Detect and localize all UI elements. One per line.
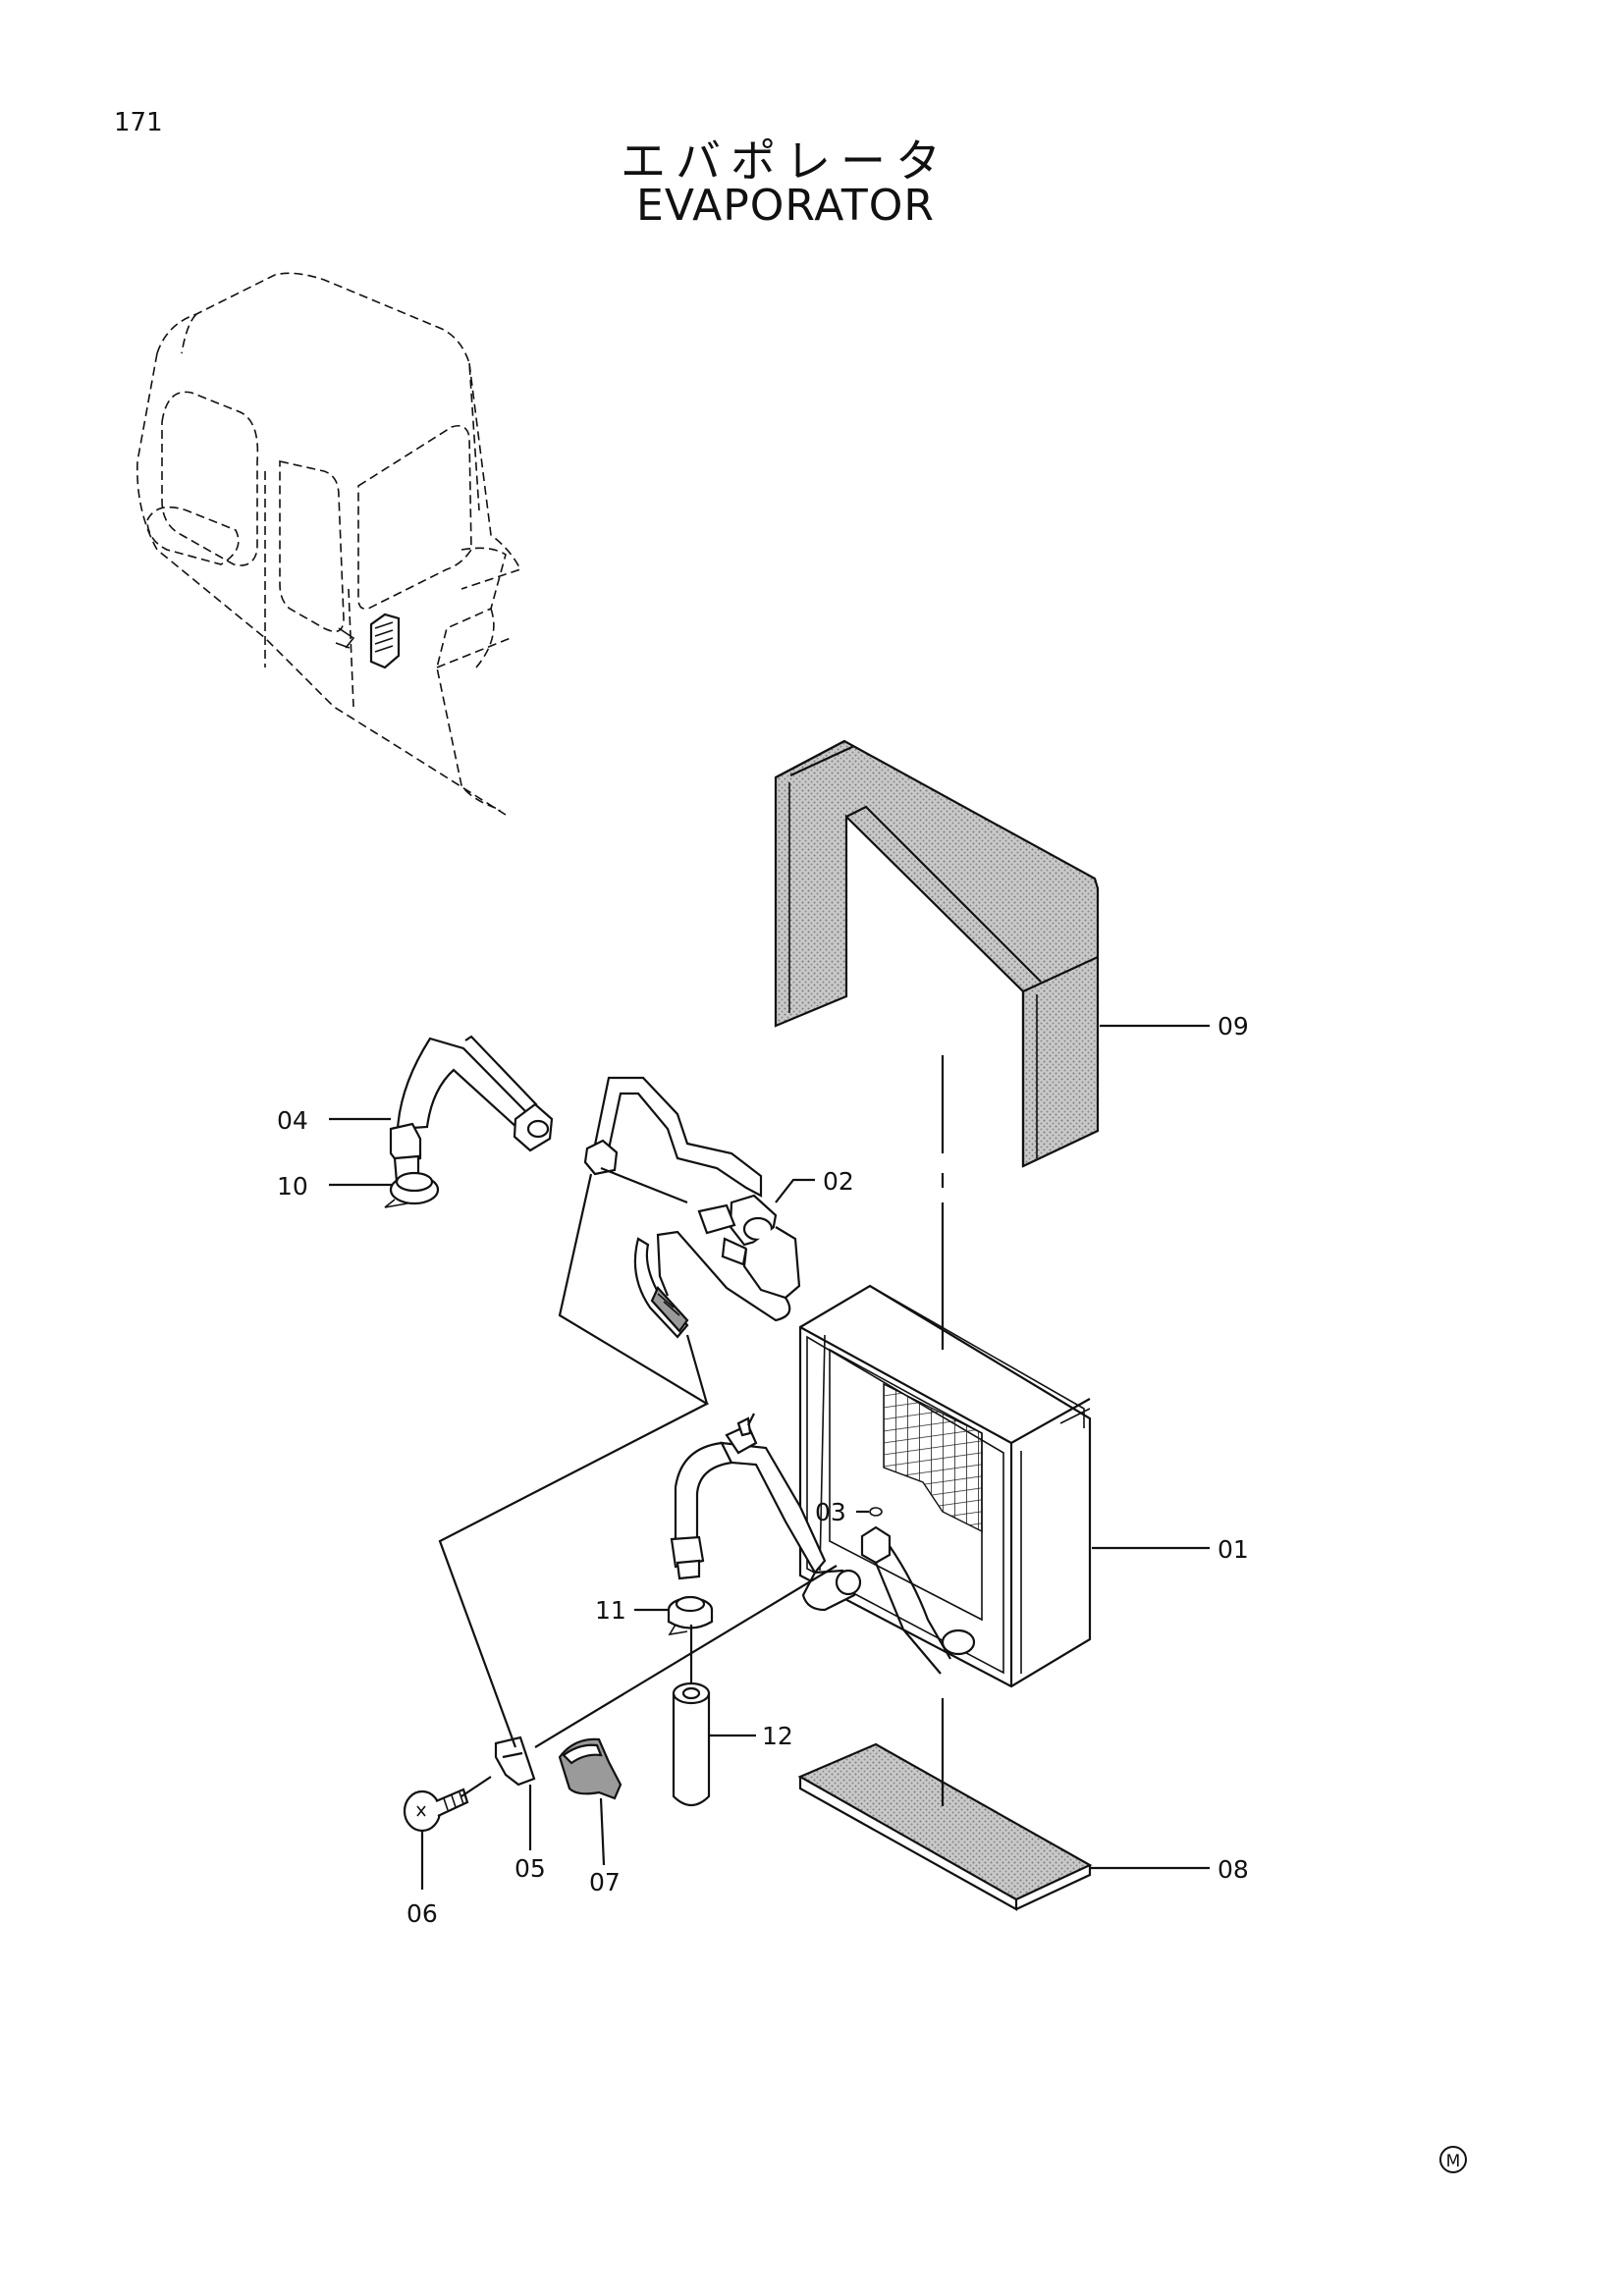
part-01-evaporator-core <box>798 1284 1092 1688</box>
label-part-05: 05 <box>514 1854 546 1883</box>
label-part-10: 10 <box>277 1172 308 1201</box>
label-part-12: 12 <box>762 1722 793 1750</box>
pipe-expansion-valve-line <box>583 1076 801 1339</box>
part-06-bolt <box>403 1788 469 1833</box>
part-07-spacer <box>558 1737 623 1800</box>
label-part-04: 04 <box>277 1106 308 1135</box>
circled-m-mark: M <box>1439 2146 1467 2173</box>
mark-letter: M <box>1446 2152 1461 2171</box>
title-english: EVAPORATOR <box>636 181 935 231</box>
leader-lines <box>329 1024 1210 1890</box>
title-japanese: エバポレータ <box>621 134 950 187</box>
pipe-lower <box>670 1416 862 1612</box>
label-part-07: 07 <box>589 1868 621 1896</box>
assembly-lines <box>438 1055 945 1806</box>
label-part-06: 06 <box>406 1899 438 1928</box>
part-05-clip <box>494 1735 536 1787</box>
part-12-insulation-tube <box>672 1682 711 1807</box>
label-part-09: 09 <box>1218 1012 1249 1041</box>
machine-cab-outline <box>136 272 522 816</box>
part-11-grommet <box>667 1595 714 1636</box>
label-part-11: 11 <box>595 1596 626 1625</box>
label-part-02: 02 <box>823 1167 854 1196</box>
label-part-01: 01 <box>1218 1535 1249 1564</box>
part-09-seal <box>774 739 1100 1168</box>
label-part-03: 03 <box>815 1498 846 1526</box>
pipe-upper <box>384 1035 554 1208</box>
label-part-08: 08 <box>1218 1855 1249 1884</box>
page-number: 171 <box>114 108 163 137</box>
part-08-drain-pan <box>797 1742 1093 1911</box>
